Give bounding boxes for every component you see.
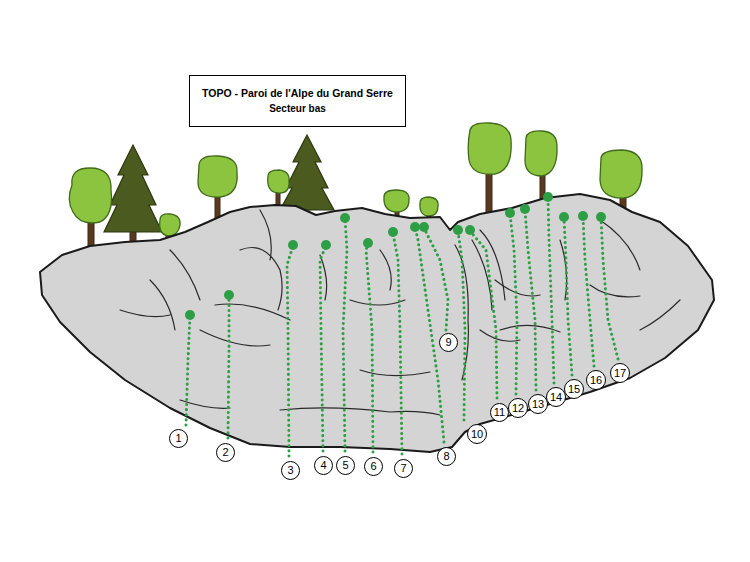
callout-number: 17 — [610, 363, 630, 383]
callout-label: 2 — [222, 447, 228, 458]
callout-label: 1 — [175, 433, 181, 444]
callout-label: 5 — [342, 460, 348, 471]
callout-number: 4 — [314, 456, 333, 475]
callout-number: 10 — [467, 424, 487, 444]
subtitle-text: Secteur bas — [200, 101, 395, 117]
callout-label: 16 — [590, 375, 602, 386]
callout-number: 13 — [528, 394, 548, 414]
callout-number: 9 — [439, 333, 458, 352]
callout-number: 16 — [586, 370, 606, 390]
callout-number: 6 — [364, 457, 383, 476]
callout-number: 5 — [336, 456, 355, 475]
callout-number: 11 — [490, 403, 509, 422]
callout-number: 15 — [564, 379, 584, 399]
callout-number: 12 — [508, 398, 528, 418]
callout-label: 8 — [443, 451, 449, 462]
callout-label: 10 — [471, 429, 483, 440]
callout-number: 7 — [394, 459, 413, 478]
callout-label: 9 — [445, 337, 451, 348]
callout-label: 15 — [568, 384, 580, 395]
callout-number: 8 — [437, 447, 456, 466]
callout-number: 1 — [169, 429, 188, 448]
callout-label: 3 — [287, 465, 293, 476]
callout-number: 14 — [546, 387, 566, 407]
callout-label: 17 — [614, 368, 626, 379]
callout-label: 12 — [512, 403, 524, 414]
title-text: TOPO - Paroi de l'Alpe du Grand Serre — [200, 85, 395, 101]
callout-label: 14 — [550, 392, 562, 403]
callout-label: 11 — [494, 407, 505, 418]
callout-label: 4 — [320, 460, 326, 471]
callout-number: 3 — [281, 461, 300, 480]
callout-number: 2 — [216, 443, 235, 462]
callout-label: 13 — [532, 399, 544, 410]
callout-label: 6 — [370, 461, 376, 472]
title-box: TOPO - Paroi de l'Alpe du Grand SerreSec… — [189, 75, 406, 127]
callout-label: 7 — [400, 463, 406, 474]
